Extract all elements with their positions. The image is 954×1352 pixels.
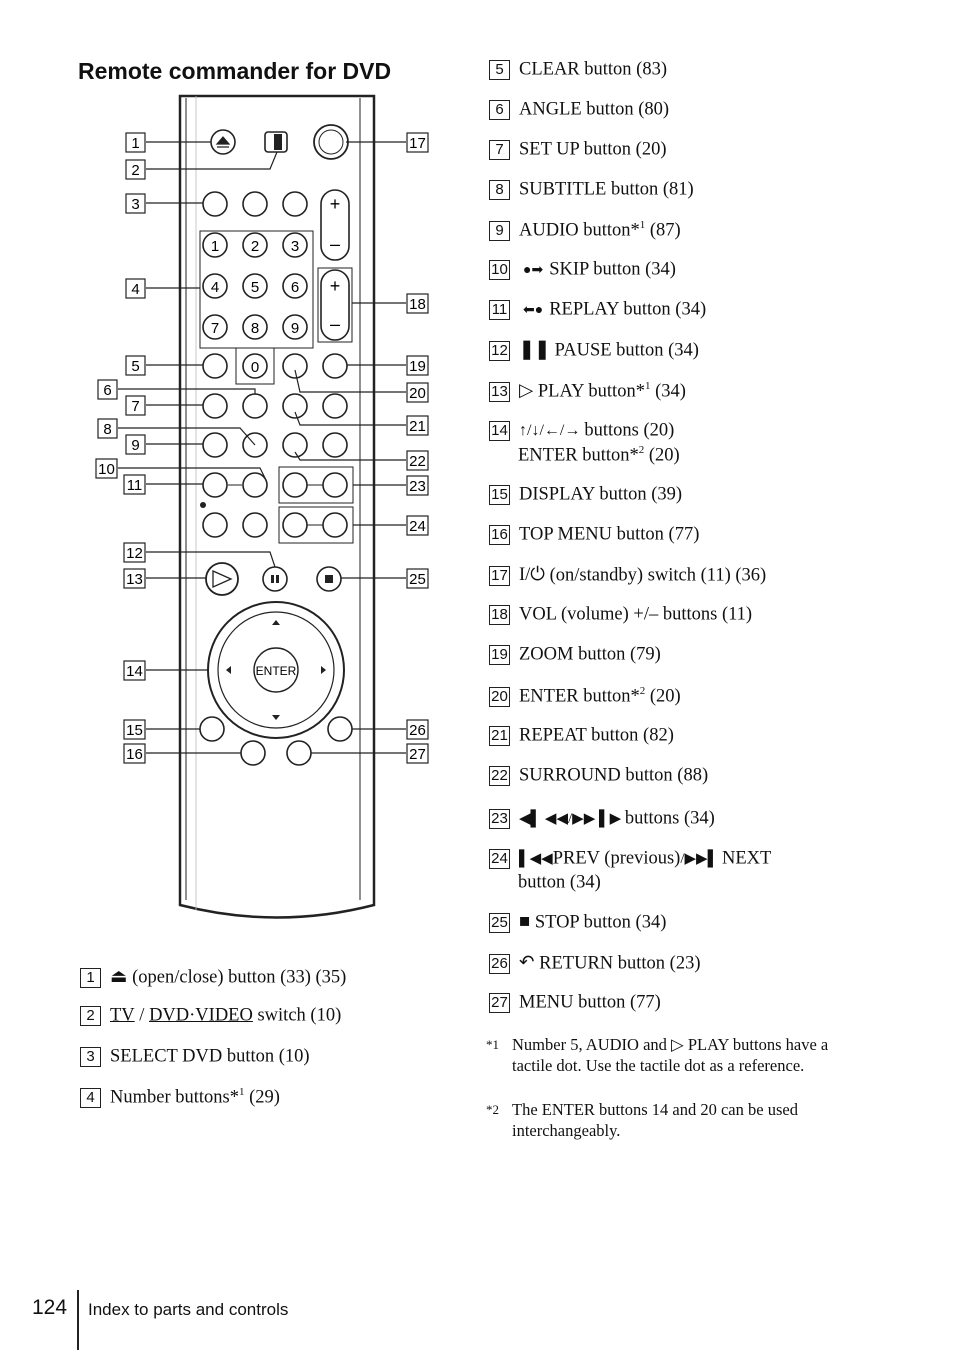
callout-labels: 1 2 3 4 5 6 7 8 9 10 11 12 13 14 15 16 1… bbox=[95, 132, 429, 764]
svg-text:7: 7 bbox=[211, 320, 219, 337]
svg-text:19: 19 bbox=[409, 358, 426, 375]
page-title: Remote commander for DVD bbox=[78, 58, 392, 84]
svg-text:24: 24 bbox=[409, 518, 426, 535]
legend-item-11: 11⬅●REPLAY button (34) bbox=[489, 299, 706, 320]
svg-text:6: 6 bbox=[291, 279, 299, 296]
next-icon: /▶▶▌ bbox=[680, 851, 722, 867]
svg-text:+: + bbox=[330, 194, 341, 214]
svg-text:1: 1 bbox=[131, 135, 139, 152]
svg-text:3: 3 bbox=[131, 196, 139, 213]
svg-text:2: 2 bbox=[251, 238, 259, 255]
arrows-icon: ↑/↓/←/→ bbox=[519, 422, 585, 439]
legend-item-13: 13▷ PLAY button*1 (34) bbox=[489, 380, 686, 402]
svg-text:25: 25 bbox=[409, 571, 426, 588]
prev-icon: ▌◀◀ bbox=[519, 851, 553, 867]
footnote-2: *2 The ENTER buttons 14 and 20 can be us… bbox=[486, 1100, 798, 1140]
legend-item-14: 14↑/↓/←/→ buttons (20) bbox=[489, 420, 674, 441]
legend-item-25: 25■ STOP button (34) bbox=[489, 912, 666, 933]
svg-text:3: 3 bbox=[291, 238, 299, 255]
return-icon: ↶ bbox=[519, 953, 540, 973]
num-key-1: 1 bbox=[211, 238, 219, 255]
skip-icon: ●➡ bbox=[523, 263, 544, 278]
svg-text:9: 9 bbox=[291, 320, 299, 337]
footer-divider bbox=[77, 1290, 79, 1350]
svg-text:14: 14 bbox=[126, 663, 143, 680]
eject-icon: ⏏ bbox=[110, 967, 133, 987]
svg-text:10: 10 bbox=[98, 461, 115, 478]
svg-text:4: 4 bbox=[211, 279, 219, 296]
svg-text:16: 16 bbox=[126, 746, 143, 763]
power-icon: I/⏻ bbox=[519, 565, 550, 585]
svg-text:8: 8 bbox=[103, 421, 111, 438]
enter-button-label: ENTER bbox=[256, 664, 297, 678]
legend-item-23: 23◀▌ ◀◀/▶▶ ▌▶ buttons (34) bbox=[489, 808, 715, 829]
svg-text:13: 13 bbox=[126, 571, 143, 588]
legend-item-14-line2: ENTER button*2 (20) bbox=[518, 444, 680, 466]
play-outline-icon: ▷ bbox=[519, 381, 538, 402]
legend-item-1: 1⏏ (open/close) button (33) (35) bbox=[80, 966, 346, 988]
svg-text:6: 6 bbox=[103, 382, 111, 399]
svg-text:9: 9 bbox=[131, 437, 139, 454]
svg-text:–: – bbox=[330, 234, 340, 254]
legend-item-26: 26↶ RETURN button (23) bbox=[489, 952, 701, 974]
section-name: Index to parts and controls bbox=[88, 1300, 289, 1319]
page-number: 124 bbox=[32, 1296, 68, 1319]
svg-text:7: 7 bbox=[131, 398, 139, 415]
legend-item-10: 10●➡SKIP button (34) bbox=[489, 259, 676, 280]
pause-icon: ❚❚ bbox=[519, 340, 555, 360]
footnote-1: *1 Number 5, AUDIO and ▷ PLAY buttons ha… bbox=[486, 1035, 829, 1075]
svg-text:15: 15 bbox=[126, 722, 143, 739]
stop-icon: ■ bbox=[519, 912, 535, 932]
legend-item-24: 24▌◀◀PREV (previous)/▶▶▌ NEXT bbox=[489, 848, 771, 869]
legend-item-12: 12❚❚ PAUSE button (34) bbox=[489, 339, 699, 361]
svg-text:5: 5 bbox=[251, 279, 259, 296]
legend-item-24-line2: button (34) bbox=[518, 872, 601, 893]
svg-text:21: 21 bbox=[409, 418, 426, 435]
svg-text:0: 0 bbox=[251, 359, 259, 376]
svg-text:18: 18 bbox=[409, 296, 426, 313]
svg-text:17: 17 bbox=[409, 135, 426, 152]
svg-text:2: 2 bbox=[131, 162, 139, 179]
svg-text:23: 23 bbox=[409, 478, 426, 495]
remote-illustration: + – + – 1 2 3 4 5 6 7 8 9 0 ENT bbox=[95, 94, 429, 919]
svg-text:+: + bbox=[330, 276, 341, 296]
svg-text:–: – bbox=[330, 314, 340, 334]
play-outline-icon: ▷ bbox=[671, 1035, 684, 1054]
svg-text:27: 27 bbox=[409, 746, 426, 763]
svg-text:20: 20 bbox=[409, 385, 426, 402]
slow-scan-icon: ◀▌ ◀◀/▶▶ ▌▶ bbox=[519, 811, 625, 827]
svg-text:4: 4 bbox=[131, 281, 139, 298]
svg-text:12: 12 bbox=[126, 545, 143, 562]
svg-text:5: 5 bbox=[131, 358, 139, 375]
svg-text:22: 22 bbox=[409, 453, 426, 470]
svg-text:8: 8 bbox=[251, 320, 259, 337]
replay-icon: ⬅● bbox=[523, 303, 544, 318]
svg-text:26: 26 bbox=[409, 722, 426, 739]
svg-text:11: 11 bbox=[127, 477, 143, 494]
